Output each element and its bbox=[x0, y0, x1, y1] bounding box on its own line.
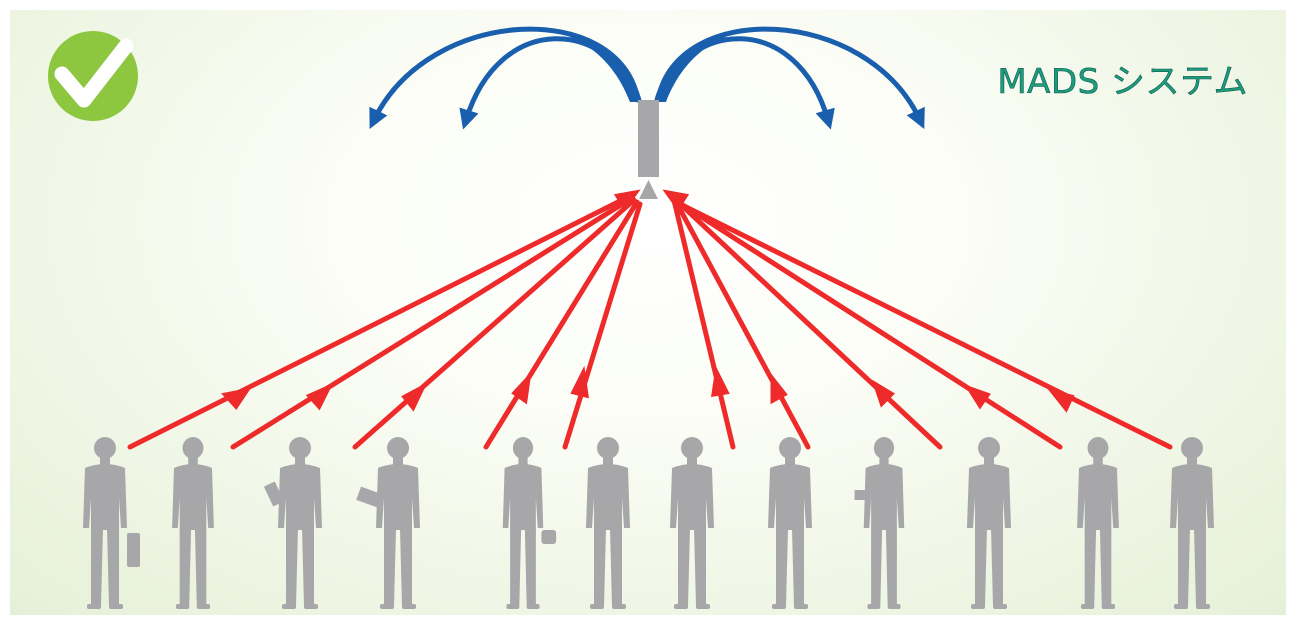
person-silhouette-icon bbox=[586, 437, 630, 609]
person-silhouette-icon bbox=[502, 437, 557, 609]
people bbox=[83, 437, 1214, 609]
system-title: MADS システム bbox=[997, 62, 1248, 103]
arrow-base bbox=[654, 28, 766, 102]
person-silhouette-icon bbox=[83, 437, 140, 609]
person-silhouette-icon bbox=[854, 437, 905, 609]
broadcast-arrow bbox=[369, 26, 641, 129]
speaker-column-icon bbox=[638, 100, 659, 199]
person-silhouette-icon bbox=[1077, 437, 1119, 609]
arrow-base bbox=[530, 28, 642, 102]
person-silhouette-icon bbox=[670, 437, 714, 609]
person-silhouette-icon bbox=[172, 437, 214, 609]
person-silhouette-icon bbox=[967, 437, 1011, 609]
diagram-canvas: MADS システム bbox=[10, 10, 1286, 615]
diagram-svg bbox=[48, 26, 1214, 609]
broadcast-arrow bbox=[655, 36, 835, 130]
person-silhouette-icon bbox=[1170, 437, 1214, 609]
person-silhouette-icon bbox=[356, 437, 420, 609]
checkmark-icon bbox=[48, 31, 138, 121]
input-arrows bbox=[127, 189, 1173, 450]
broadcast-arrow bbox=[655, 26, 925, 130]
person-silhouette-icon bbox=[768, 437, 812, 609]
person-silhouette-icon bbox=[263, 437, 322, 609]
broadcast-arrow bbox=[459, 36, 641, 130]
